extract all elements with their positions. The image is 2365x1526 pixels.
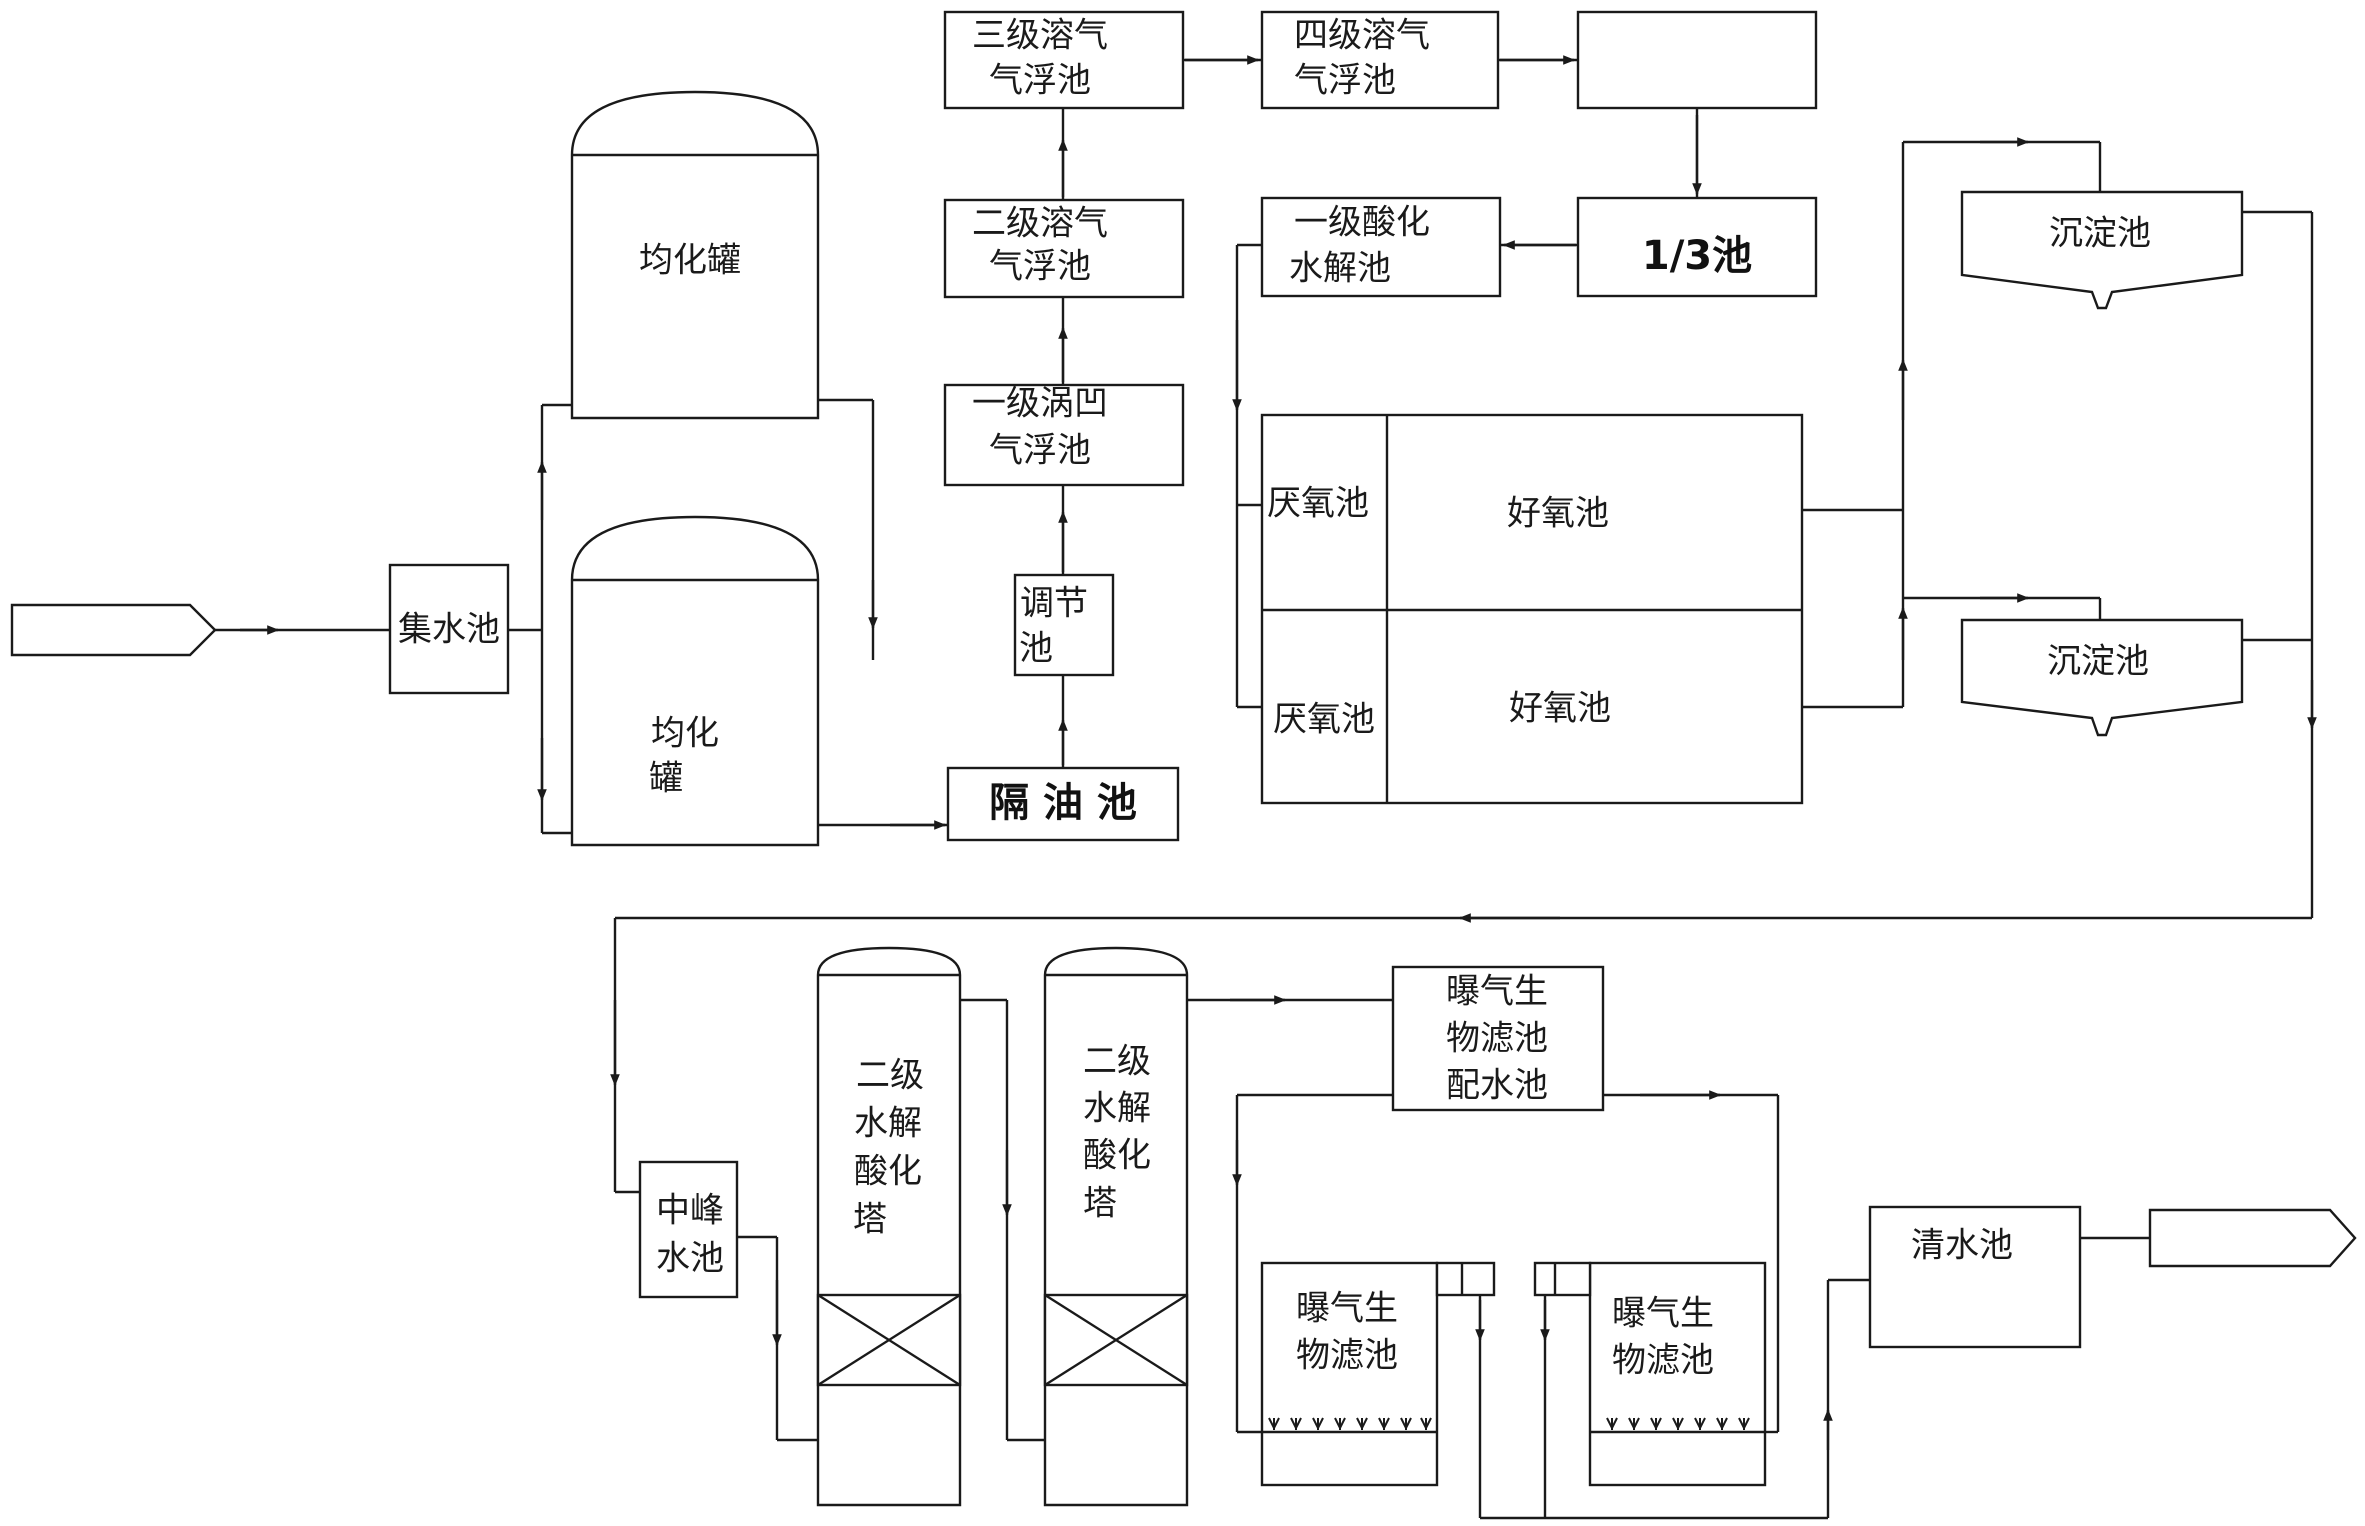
baf-distribution-label-2: 物滤池 bbox=[1446, 1019, 1548, 1059]
cavitation-air-flotation-label-1: 一级涡凹 bbox=[972, 384, 1108, 424]
homogenization-tank-bottom: 均化 罐 bbox=[570, 515, 820, 847]
one-third-pool-label: 1/3池 bbox=[1642, 233, 1752, 279]
collection-pool: 集水池 bbox=[388, 563, 510, 695]
baf-distribution-label-3: 配水池 bbox=[1446, 1066, 1548, 1106]
tower-2-label-4: 塔 bbox=[1083, 1184, 1117, 1224]
intermediate-pool-label-2: 水池 bbox=[656, 1239, 724, 1279]
baf-distribution-pool: 曝气生 物滤池 配水池 bbox=[1391, 965, 1605, 1112]
daf2-label-1: 二级溶气 bbox=[972, 204, 1108, 244]
one-third-pool: 1/3池 bbox=[1576, 196, 1818, 298]
aerobic-pool-1-label: 好氧池 bbox=[1507, 494, 1609, 534]
homogenization-tank-top: 均化罐 bbox=[570, 90, 820, 420]
intermediate-pool-label-1: 中峰 bbox=[656, 1191, 724, 1231]
tower-1-label-2: 水解 bbox=[854, 1104, 922, 1144]
sedimentation-tank-2: 沉淀池 bbox=[1960, 618, 2244, 737]
acidification-hydrolysis-pool-1: 一级酸化 水解池 bbox=[1260, 196, 1502, 298]
homogenization-tank-bottom-label-1: 均化 bbox=[651, 714, 719, 754]
acidification-1-label-2: 水解池 bbox=[1289, 249, 1391, 289]
anaerobic-pool-1-label: 厌氧池 bbox=[1267, 484, 1369, 524]
tower-1-label-1: 二级 bbox=[856, 1056, 924, 1096]
cavitation-air-flotation-label-2: 气浮池 bbox=[989, 431, 1091, 471]
inlet-arrow-icon bbox=[10, 603, 217, 657]
daf4-label-2: 气浮池 bbox=[1294, 61, 1396, 101]
biological-aerated-filter-2: 曝气生 物滤池 bbox=[1533, 1261, 1767, 1487]
daf2-label-2: 气浮池 bbox=[989, 247, 1091, 287]
aerator-row-1-icon bbox=[1268, 1417, 1432, 1431]
cavitation-air-flotation-1: 一级涡凹 气浮池 bbox=[943, 384, 1185, 487]
baf-1-label-2: 物滤池 bbox=[1296, 1336, 1398, 1376]
dissolved-air-flotation-3: 三级溶气 气浮池 bbox=[943, 10, 1185, 110]
sedimentation-tank-2-label: 沉淀池 bbox=[2047, 642, 2149, 682]
dissolved-air-flotation-4: 四级溶气 气浮池 bbox=[1260, 10, 1500, 110]
equalization-pool-label-1: 调节 bbox=[1020, 584, 1088, 624]
homogenization-tank-top-label: 均化罐 bbox=[639, 241, 741, 281]
oil-separation-pool: 隔 油 池 bbox=[946, 766, 1180, 842]
baf-distribution-label-1: 曝气生 bbox=[1446, 972, 1548, 1012]
aerobic-pool-2-label: 好氧池 bbox=[1509, 689, 1611, 729]
dissolved-air-flotation-2: 二级溶气 气浮池 bbox=[943, 198, 1185, 299]
anoxic-aerobic-block: 厌氧池 好氧池 厌氧池 好氧池 bbox=[1260, 413, 1804, 805]
oil-separation-pool-label: 隔 油 池 bbox=[989, 780, 1137, 826]
outlet-arrow-icon bbox=[2148, 1208, 2357, 1268]
tower-2-label-1: 二级 bbox=[1083, 1042, 1151, 1082]
clean-water-pool: 清水池 bbox=[1868, 1205, 2082, 1349]
homogenization-tank-bottom-label-2: 罐 bbox=[649, 759, 683, 799]
sedimentation-tank-1: 沉淀池 bbox=[1960, 190, 2244, 310]
equalization-pool-label-2: 池 bbox=[1019, 629, 1053, 669]
collection-pool-label: 集水池 bbox=[398, 610, 500, 650]
unlabeled-box bbox=[1576, 10, 1818, 110]
baf-2-label-2: 物滤池 bbox=[1612, 1341, 1714, 1381]
tower-2-label-3: 酸化 bbox=[1083, 1136, 1151, 1176]
flow-lines bbox=[215, 55, 2317, 1520]
aerator-row-2-icon bbox=[1606, 1417, 1750, 1431]
daf3-label-2: 气浮池 bbox=[989, 61, 1091, 101]
tower-1-label-3: 酸化 bbox=[854, 1152, 922, 1192]
daf3-label-1: 三级溶气 bbox=[972, 16, 1108, 56]
hydrolysis-acidification-tower-1: 二级 水解 酸化 塔 bbox=[816, 946, 962, 1507]
equalization-pool: 调节 池 bbox=[1013, 573, 1115, 677]
acidification-1-label-1: 一级酸化 bbox=[1294, 203, 1430, 243]
intermediate-water-pool: 中峰 水池 bbox=[638, 1160, 739, 1299]
baf-2-label-1: 曝气生 bbox=[1612, 1294, 1714, 1334]
tower-1-label-4: 塔 bbox=[853, 1200, 887, 1240]
hydrolysis-acidification-tower-2: 二级 水解 酸化 塔 bbox=[1043, 946, 1189, 1507]
biological-aerated-filter-1: 曝气生 物滤池 bbox=[1260, 1261, 1496, 1487]
tower-2-label-2: 水解 bbox=[1083, 1089, 1151, 1129]
daf4-label-1: 四级溶气 bbox=[1294, 16, 1430, 56]
sedimentation-tank-1-label: 沉淀池 bbox=[2049, 214, 2151, 254]
clean-water-pool-label: 清水池 bbox=[1911, 1226, 2013, 1266]
baf-1-label-1: 曝气生 bbox=[1296, 1289, 1398, 1329]
anaerobic-pool-2-label: 厌氧池 bbox=[1273, 700, 1375, 740]
